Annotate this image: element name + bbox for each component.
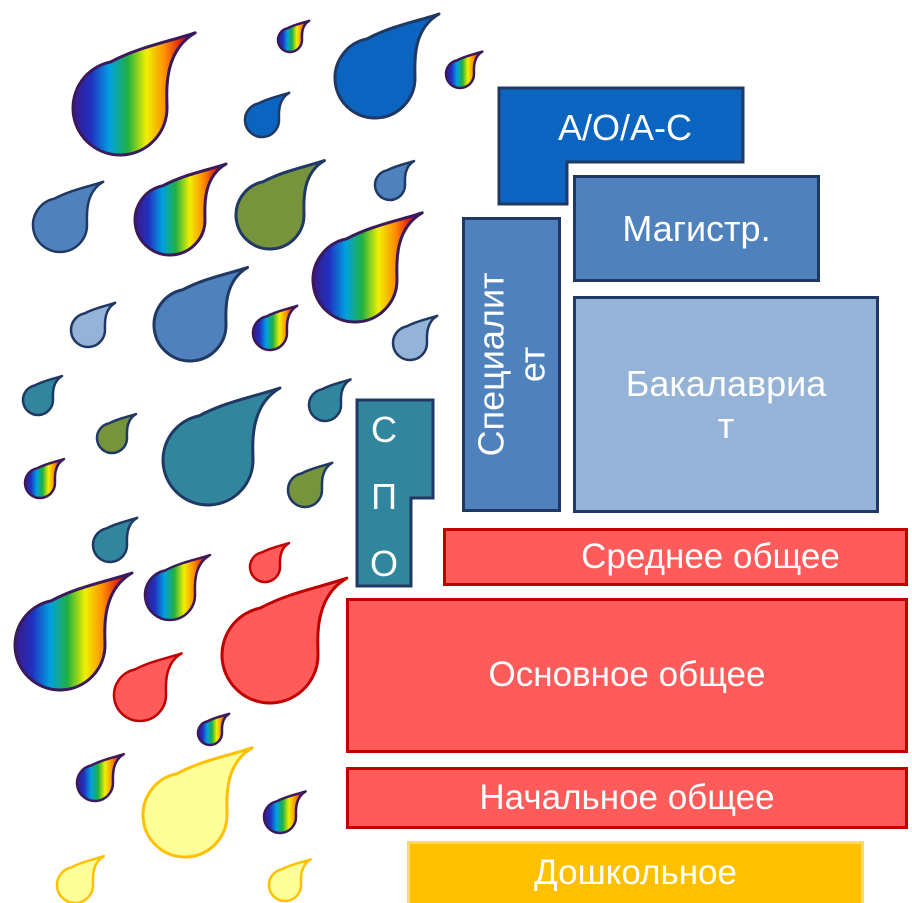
raindrop-yellow xyxy=(267,858,312,903)
raindrop-rainbow xyxy=(311,211,424,324)
doshkolnoe-block: Дошкольное xyxy=(407,841,864,903)
raindrop-rainbow xyxy=(75,752,126,803)
raindrop-rainbow xyxy=(71,31,197,157)
raindrop-teal xyxy=(21,374,64,417)
raindrop-yellow xyxy=(55,854,106,903)
bakalavriat-label-line1: Бакалавриа xyxy=(625,363,827,405)
bakalavriat-label-line2: т xyxy=(717,404,735,446)
raindrop-light_blue xyxy=(391,314,439,362)
raindrop-rainbow xyxy=(133,162,228,257)
raindrop-rainbow xyxy=(13,571,134,692)
aoac-label: А/О/А-С xyxy=(557,107,692,149)
raindrop-yellow xyxy=(141,746,254,859)
spo-letter-p: П xyxy=(371,476,397,517)
raindrop-rainbow xyxy=(444,50,484,90)
raindrop-red xyxy=(112,652,183,723)
raindrop-teal xyxy=(307,378,352,423)
raindrop-light_blue xyxy=(69,301,117,349)
raindrop-mid_blue xyxy=(373,159,416,202)
specialitet-label-line1: Специалит xyxy=(470,272,512,457)
raindrop-red xyxy=(248,541,291,584)
raindrop-mid_blue xyxy=(152,265,250,363)
bakalavriat-block: Бакалавриа т xyxy=(573,296,879,513)
raindrop-rainbow xyxy=(251,304,299,352)
raindrop-rainbow xyxy=(143,553,212,622)
raindrop-olive xyxy=(286,461,334,509)
raindrop-rainbow xyxy=(196,712,231,747)
spo-letter-s: С xyxy=(371,409,397,450)
specialitet-block: Специалит ет xyxy=(462,217,561,512)
raindrop-dark_blue xyxy=(243,91,291,139)
raindrop-teal xyxy=(91,516,139,564)
raindrop-red xyxy=(220,576,349,705)
magistr-block: Магистр. xyxy=(573,175,820,282)
specialitet-label: Специалит ет xyxy=(470,273,553,457)
aoac-block-shape xyxy=(497,86,745,206)
raindrop-rainbow xyxy=(23,457,66,500)
spo-label: С П О xyxy=(357,412,411,582)
spo-block-shape xyxy=(355,398,435,588)
raindrop-olive xyxy=(95,412,138,455)
osnovnoe-block: Основное общее xyxy=(346,598,908,753)
raindrop-teal xyxy=(161,386,282,507)
srednee-block: Среднее общее xyxy=(443,528,908,586)
raindrop-olive xyxy=(234,159,326,251)
raindrop-rainbow xyxy=(262,790,307,835)
specialitet-label-line2: ет xyxy=(511,346,553,383)
spo-letter-o: О xyxy=(369,543,398,584)
raindrop-mid_blue xyxy=(31,180,105,254)
nachalnoe-block: Начальное общее xyxy=(346,767,908,829)
raindrop-rainbow xyxy=(276,19,311,54)
raindrop-dark_blue xyxy=(333,12,441,120)
